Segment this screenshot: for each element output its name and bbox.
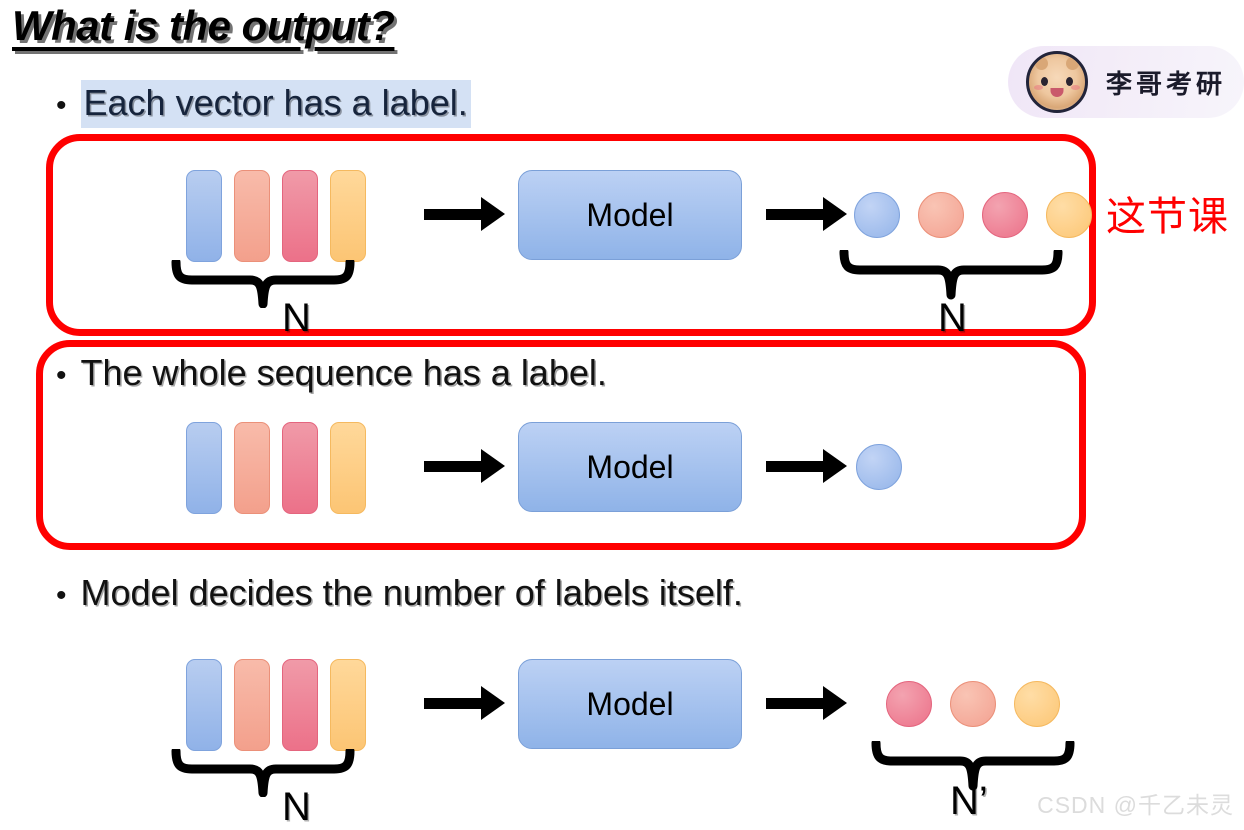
output-circle-salmon — [918, 192, 964, 238]
model-box-row-1: Model — [518, 170, 742, 260]
bullet-text-whole-sequence: The whole sequence has a label. — [80, 352, 607, 393]
input-brace-label-row-3: N — [282, 785, 311, 829]
model-box-label: Model — [586, 196, 674, 233]
bullet-marker-icon: • — [56, 579, 67, 612]
avatar — [1026, 51, 1088, 113]
output-brace-label-row-3: N’ — [950, 779, 988, 823]
output-brace-row-1 — [836, 250, 1066, 300]
arrow-input-to-model-row-2 — [424, 446, 505, 486]
avatar-blush-right-icon — [1071, 85, 1080, 90]
input-vector-blue — [186, 170, 222, 262]
output-circle-blue — [854, 192, 900, 238]
output-circle-salmon — [950, 681, 996, 727]
input-vector-orange — [330, 659, 366, 751]
avatar-eye-right-icon — [1066, 77, 1073, 86]
red-highlight-box-whole-sequence — [36, 340, 1086, 550]
avatar-ear-left-icon — [1035, 57, 1048, 70]
avatar-blush-left-icon — [1034, 85, 1043, 90]
output-brace-label-row-1: N — [938, 296, 967, 340]
csdn-watermark: CSDN @千乙未灵 — [1037, 792, 1234, 818]
input-vector-pink — [282, 422, 318, 514]
input-brace-row-3 — [168, 749, 358, 797]
output-circles-row-1 — [854, 192, 1092, 238]
input-vector-blue — [186, 659, 222, 751]
annotation-this-lesson: 这节课 — [1106, 195, 1229, 239]
arrow-model-to-output-row-1 — [766, 194, 847, 234]
output-circles-row-2 — [856, 444, 902, 490]
channel-logo-text: 李哥考研 — [1106, 68, 1227, 99]
arrow-input-to-model-row-1 — [424, 194, 505, 234]
output-brace-row-3 — [868, 741, 1078, 791]
bullet-model-decides: • Model decides the number of labels its… — [56, 572, 743, 614]
avatar-mouth-icon — [1050, 88, 1064, 97]
model-box-row-3: Model — [518, 659, 742, 749]
input-vectors-row-1 — [186, 170, 366, 262]
output-circle-orange — [1014, 681, 1060, 727]
bullet-text-each-vector: Each vector has a label. — [80, 80, 471, 128]
input-vectors-row-3 — [186, 659, 366, 751]
bullet-whole-sequence: • The whole sequence has a label. — [56, 352, 607, 394]
arrow-model-to-output-row-3 — [766, 683, 847, 723]
bullet-text-model-decides: Model decides the number of labels itsel… — [80, 572, 743, 613]
input-vectors-row-2 — [186, 422, 366, 514]
bullet-marker-icon: • — [56, 89, 67, 122]
input-brace-label-row-1: N — [282, 296, 311, 340]
input-brace-row-1 — [168, 260, 358, 308]
input-vector-blue — [186, 422, 222, 514]
input-vector-orange — [330, 422, 366, 514]
avatar-eye-left-icon — [1041, 77, 1048, 86]
input-vector-salmon — [234, 659, 270, 751]
input-vector-orange — [330, 170, 366, 262]
input-vector-pink — [282, 659, 318, 751]
output-circle-pink — [886, 681, 932, 727]
output-circle-pink — [982, 192, 1028, 238]
page-title: What is the output? — [12, 2, 395, 49]
channel-logo: 李哥考研 — [1008, 46, 1244, 118]
model-box-label: Model — [586, 448, 674, 485]
model-box-label: Model — [586, 685, 674, 722]
output-circle-orange — [1046, 192, 1092, 238]
input-vector-pink — [282, 170, 318, 262]
model-box-row-2: Model — [518, 422, 742, 512]
red-highlight-box-each-vector — [46, 134, 1096, 336]
bullet-each-vector: • Each vector has a label. — [56, 80, 471, 128]
input-vector-salmon — [234, 422, 270, 514]
input-vector-salmon — [234, 170, 270, 262]
output-circle-blue — [856, 444, 902, 490]
arrow-model-to-output-row-2 — [766, 446, 847, 486]
avatar-ear-right-icon — [1066, 57, 1079, 70]
bullet-marker-icon: • — [56, 359, 67, 392]
output-circles-row-3 — [886, 681, 1060, 727]
arrow-input-to-model-row-3 — [424, 683, 505, 723]
